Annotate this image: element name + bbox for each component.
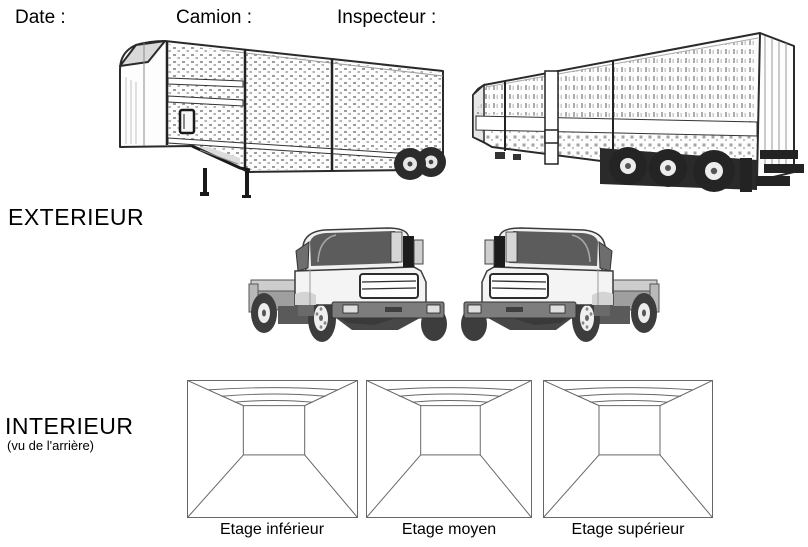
truck-cab-left-illustration bbox=[248, 224, 450, 344]
interior-box-lower-deck bbox=[187, 380, 358, 518]
lower-deck-label: Etage inférieur bbox=[219, 521, 325, 538]
exterior-section-label: EXTERIEUR bbox=[8, 204, 145, 230]
interior-section-label: INTERIEUR bbox=[5, 413, 134, 439]
upper-deck-label: Etage supérieur bbox=[571, 521, 685, 538]
date-field-label: Date : bbox=[15, 7, 66, 28]
camion-field-label: Camion : bbox=[176, 7, 253, 28]
interior-box-middle-deck bbox=[366, 380, 532, 518]
truck-cab-right-illustration bbox=[458, 224, 660, 344]
interior-box-upper-deck bbox=[543, 380, 713, 518]
trailer-right-illustration bbox=[467, 30, 807, 198]
interior-section-note: (vu de l'arrière) bbox=[7, 438, 95, 453]
trailer-left-illustration bbox=[100, 32, 446, 198]
middle-deck-label: Etage moyen bbox=[401, 521, 497, 538]
inspecteur-field-label: Inspecteur : bbox=[337, 7, 437, 28]
